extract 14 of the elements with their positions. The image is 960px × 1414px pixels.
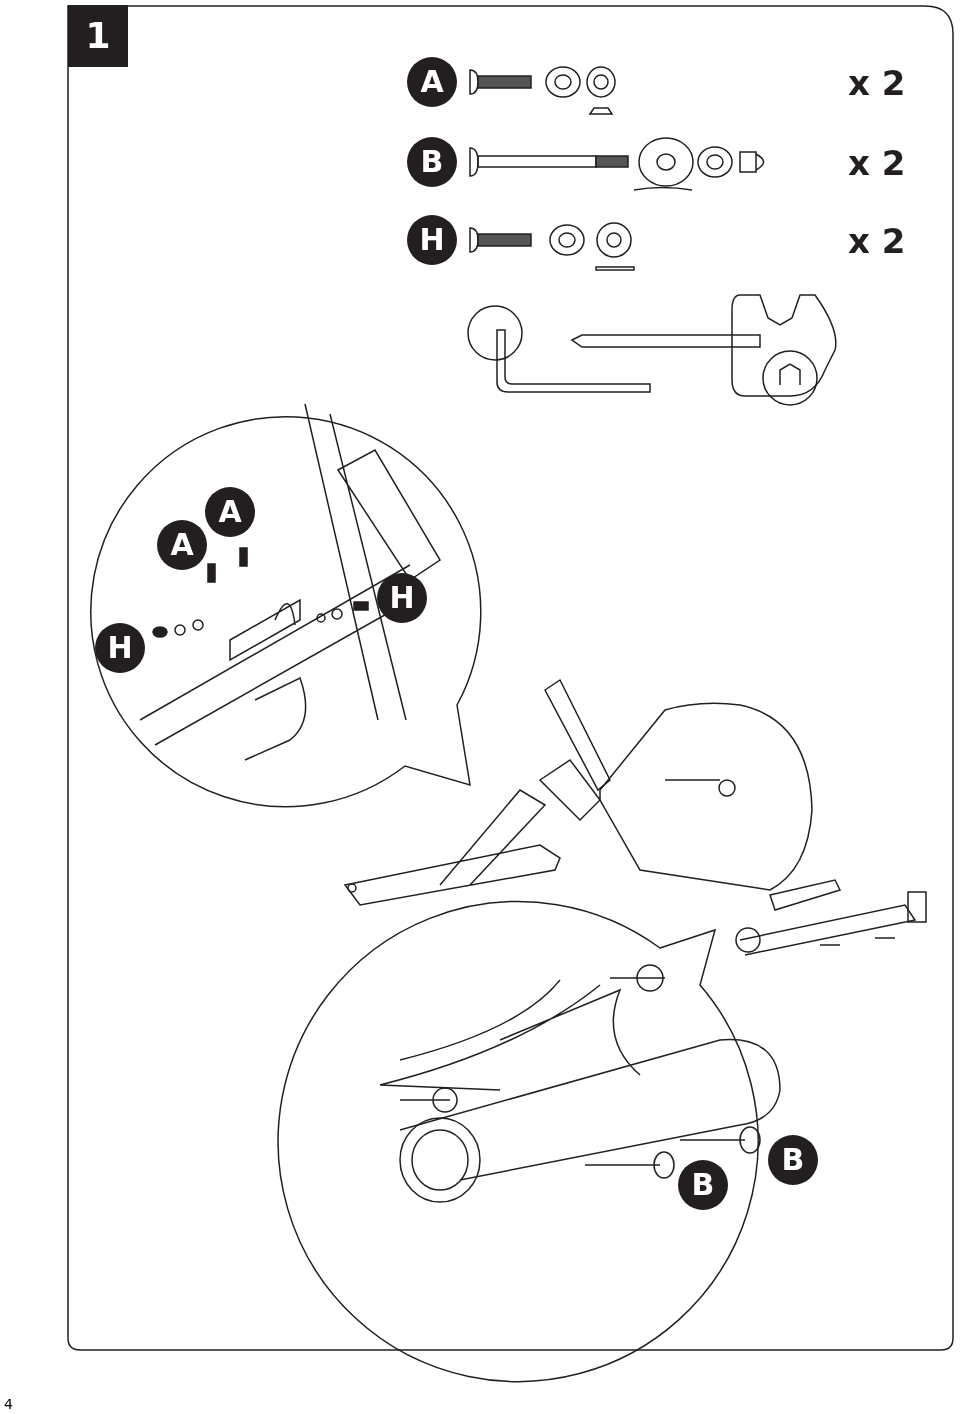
part-callout: H: [407, 215, 457, 265]
part-callout: A: [407, 57, 457, 107]
part-callout: B: [768, 1135, 818, 1185]
part-callout: H: [377, 573, 427, 623]
part-callout: A: [205, 487, 255, 537]
quantity-label: x 2: [848, 224, 906, 258]
part-callout: B: [407, 137, 457, 187]
part-callout: B: [678, 1160, 728, 1210]
part-callout: A: [157, 520, 207, 570]
page-number: 4: [4, 1397, 13, 1411]
part-callout: H: [95, 623, 145, 673]
step-number: 1: [68, 5, 128, 67]
quantity-label: x 2: [848, 146, 906, 180]
quantity-label: x 2: [848, 66, 906, 100]
